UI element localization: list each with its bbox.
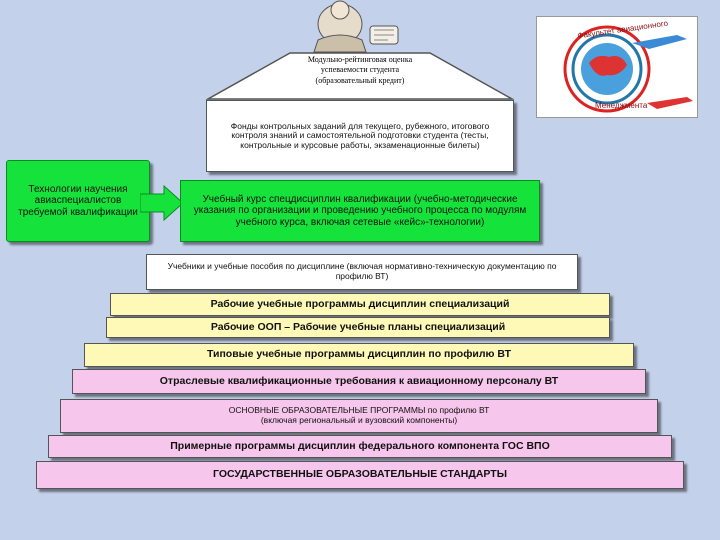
top-tier-text: Модульно-рейтинговая оценка успеваемости… <box>307 55 413 85</box>
textbooks-tier: Учебники и учебные пособия по дисциплине… <box>146 254 578 290</box>
main-programs-tier: ОСНОВНЫЕ ОБРАЗОВАТЕЛЬНЫЕ ПРОГРАММЫ по пр… <box>60 399 658 433</box>
person-at-desk-illustration <box>313 0 399 53</box>
course-tier: Учебный курс спецдисциплин квалификации … <box>180 180 540 242</box>
funds-tier-text: Фонды контрольных заданий для текущего, … <box>230 120 490 150</box>
typical-programs-tier: Типовые учебные программы дисциплин по п… <box>84 343 634 367</box>
work-programs-tier: Рабочие учебные программы дисциплин спец… <box>110 293 610 316</box>
main-programs-line1: ОСНОВНЫЕ ОБРАЗОВАТЕЛЬНЫЕ ПРОГРАММЫ по пр… <box>228 405 490 416</box>
oop-tier: Рабочие ООП – Рабочие учебные планы спец… <box>106 317 610 338</box>
industry-requirements-tier: Отраслевые квалификационные требования к… <box>72 369 646 394</box>
main-programs-line2: (включая региональный и вузовский компон… <box>260 415 458 425</box>
arrow-right-icon <box>140 185 184 221</box>
course-tier-text: Учебный курс спецдисциплин квалификации … <box>193 194 527 228</box>
state-standards-tier-text: ГОСУДАРСТВЕННЫЕ ОБРАЗОВАТЕЛЬНЫЕ СТАНДАРТ… <box>213 468 507 481</box>
funds-tier: Фонды контрольных заданий для текущего, … <box>206 100 514 172</box>
example-programs-tier: Примерные программы дисциплин федерально… <box>48 435 672 458</box>
oop-tier-text: Рабочие ООП – Рабочие учебные планы спец… <box>210 320 506 333</box>
example-programs-tier-text: Примерные программы дисциплин федерально… <box>170 439 550 452</box>
textbooks-tier-text: Учебники и учебные пособия по дисциплине… <box>167 261 557 281</box>
typical-programs-tier-text: Типовые учебные программы дисциплин по п… <box>206 348 512 361</box>
faculty-logo: Факультет авиационного Менеджмента <box>536 16 698 118</box>
state-standards-tier: ГОСУДАРСТВЕННЫЕ ОБРАЗОВАТЕЛЬНЫЕ СТАНДАРТ… <box>36 461 684 489</box>
pyramid-top-tier: Модульно-рейтинговая оценка успеваемости… <box>206 52 514 100</box>
work-programs-tier-text: Рабочие учебные программы дисциплин спец… <box>210 297 510 310</box>
logo-ring-text-bottom: Менеджмента <box>595 101 648 110</box>
technologies-label-text: Технологии научения авиаспециалистов тре… <box>18 184 138 218</box>
faculty-emblem-globe-airplane <box>563 25 693 113</box>
technologies-label: Технологии научения авиаспециалистов тре… <box>6 160 150 242</box>
industry-requirements-tier-text: Отраслевые квалификационные требования к… <box>159 374 559 387</box>
